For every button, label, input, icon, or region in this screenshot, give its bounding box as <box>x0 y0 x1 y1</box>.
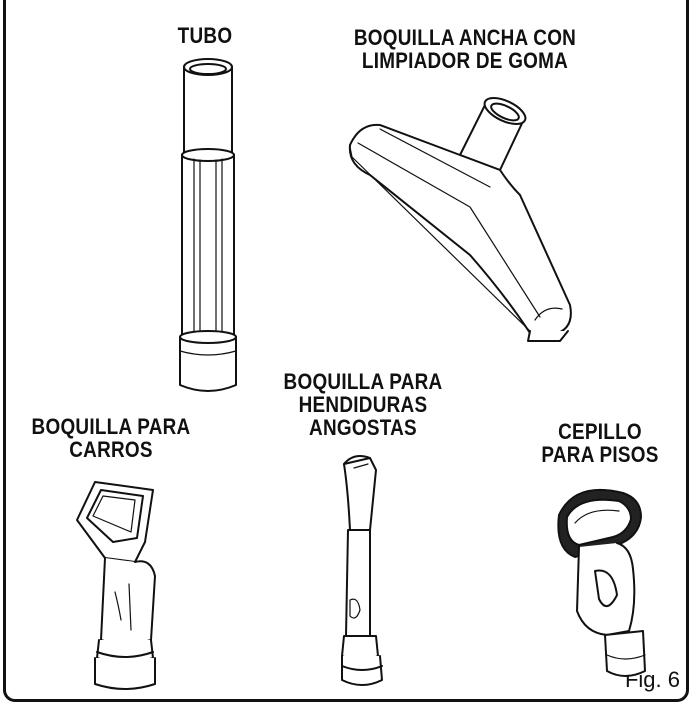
label-line: TUBO <box>177 23 233 48</box>
crevice-tool-illustration <box>341 455 383 686</box>
label-boquilla-hendiduras: BOQUILLA PARA HENDIDURAS ANGOSTAS <box>273 370 454 439</box>
figure-frame <box>3 0 689 702</box>
car-nozzle-illustration <box>76 481 156 690</box>
label-line: ANGOSTAS <box>309 415 417 440</box>
label-line: CARROS <box>69 437 153 462</box>
label-boquilla-carros: BOQUILLA PARA CARROS <box>21 415 202 461</box>
label-boquilla-ancha: BOQUILLA ANCHA CON LIMPIADOR DE GOMA <box>323 26 607 72</box>
label-line: CEPILLO <box>558 419 642 444</box>
label-line: BOQUILLA ANCHA CON <box>353 25 577 50</box>
label-line: HENDIDURAS <box>298 392 428 417</box>
wide-nozzle-illustration <box>348 97 572 342</box>
label-line: BOQUILLA PARA <box>283 369 443 394</box>
brush-illustration <box>557 488 646 677</box>
label-line: BOQUILLA PARA <box>31 414 191 439</box>
tube-illustration <box>179 58 237 392</box>
label-line: PARA PISOS <box>541 442 659 467</box>
label-cepillo: CEPILLO PARA PISOS <box>523 420 678 466</box>
label-tubo: TUBO <box>166 24 243 47</box>
label-line: LIMPIADOR DE GOMA <box>361 48 569 73</box>
